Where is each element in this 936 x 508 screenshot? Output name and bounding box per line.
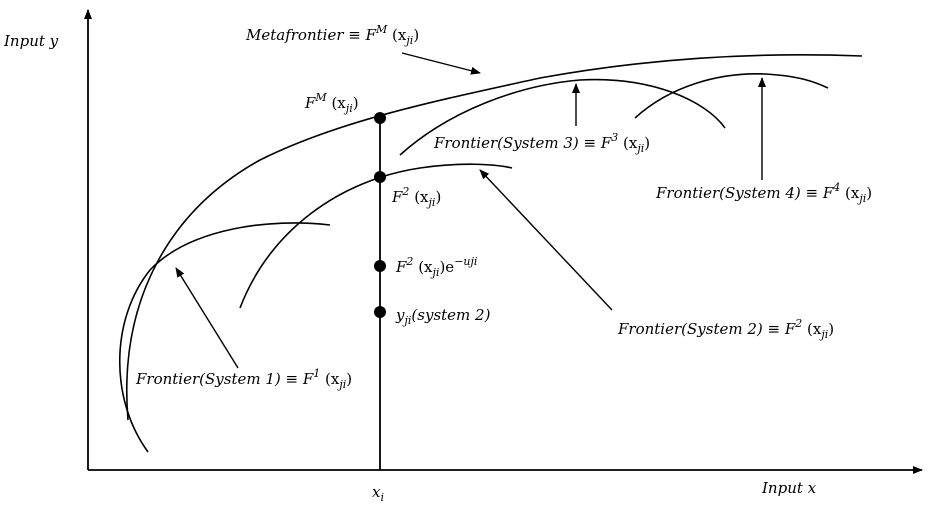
frontier-system2-curve — [239, 163, 513, 309]
frontier1-label: Frontier(System 1) ≡ F1 (xji) — [135, 367, 352, 391]
metafrontier-curve — [126, 54, 863, 421]
y-axis-label: Input y — [3, 32, 59, 50]
arrow-frontier1 — [175, 267, 239, 369]
f2-exp-point-label: F2 (xji)e−uji — [395, 255, 477, 279]
arrow-metafrontier — [401, 52, 481, 75]
frontier3-label: Frontier(System 3) ≡ F3 (xji) — [433, 131, 650, 155]
point-fm — [374, 112, 386, 124]
f2-point-label: F2 (xji) — [391, 185, 441, 209]
fm-point-label: FM (xji) — [304, 91, 359, 115]
x-tick-label: xi — [372, 483, 384, 504]
metafrontier-label: Metafrontier ≡ FM (xji) — [245, 23, 419, 47]
point-f2-exp — [374, 260, 386, 272]
point-y — [374, 306, 386, 318]
frontier-system1-curve — [119, 222, 331, 453]
y-point-label: yji(system 2) — [395, 306, 491, 327]
x-axis-label: Input x — [761, 479, 817, 497]
frontier2-label: Frontier(System 2) ≡ F2 (xji) — [617, 317, 834, 341]
frontier-system4-curve — [634, 73, 829, 119]
point-f2 — [374, 171, 386, 183]
arrow-frontier2 — [479, 169, 613, 311]
frontier-system3-curve — [399, 78, 726, 156]
frontier4-label: Frontier(System 4) ≡ F4 (xji) — [655, 181, 872, 205]
